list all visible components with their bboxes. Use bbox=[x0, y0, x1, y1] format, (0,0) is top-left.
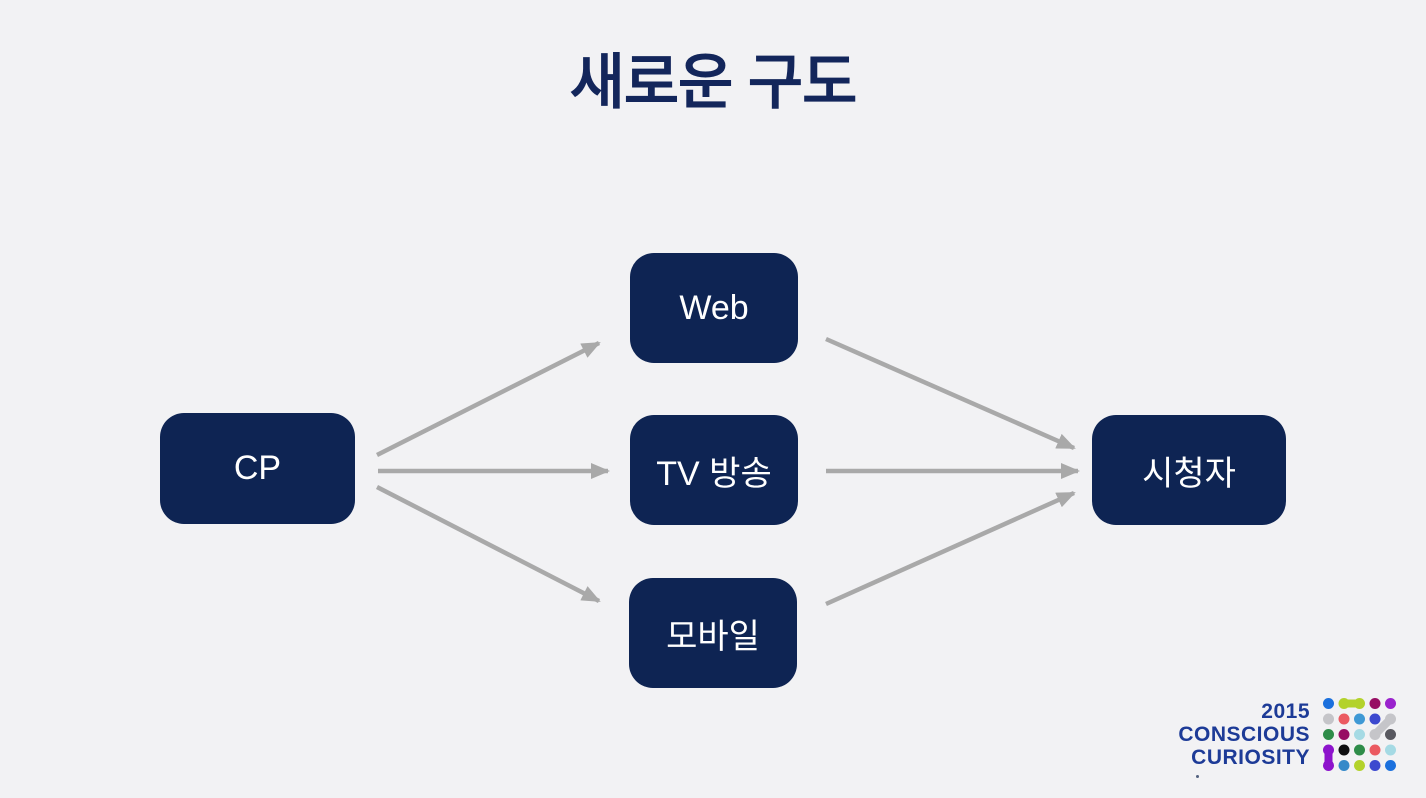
logo-dots-icon bbox=[1323, 698, 1396, 771]
logo-dot bbox=[1354, 698, 1365, 709]
logo-dot bbox=[1338, 760, 1350, 771]
logo-dot bbox=[1323, 713, 1334, 725]
node-cp: CP bbox=[160, 413, 355, 524]
logo-dot bbox=[1354, 744, 1365, 756]
node-tv-broadcast-label: TV 방송 bbox=[656, 454, 772, 493]
node-tv-broadcast: TV 방송 bbox=[630, 415, 798, 525]
node-mobile-label: 모바일 bbox=[666, 617, 760, 656]
node-mobile: 모바일 bbox=[629, 578, 797, 688]
logo-dot bbox=[1385, 744, 1396, 756]
logo-dot bbox=[1323, 744, 1334, 756]
slide-title: 새로운 구도 bbox=[569, 49, 858, 116]
logo-dot bbox=[1323, 729, 1334, 740]
logo-period-dot bbox=[1196, 775, 1200, 778]
logo-dot bbox=[1385, 760, 1396, 771]
node-cp-label: CP bbox=[233, 449, 282, 487]
logo-dot bbox=[1385, 698, 1396, 709]
conscious-curiosity-logo: 2015 CONSCIOUS CURIOSITY bbox=[1178, 698, 1396, 778]
logo-dot bbox=[1385, 729, 1396, 740]
logo-line1: CONSCIOUS bbox=[1178, 723, 1310, 746]
logo-year: 2015 bbox=[1261, 700, 1310, 723]
logo-text: 2015 CONSCIOUS CURIOSITY bbox=[1178, 700, 1310, 778]
logo-line2: CURIOSITY bbox=[1191, 746, 1310, 769]
logo-dot bbox=[1323, 760, 1334, 771]
logo-dot bbox=[1369, 744, 1381, 756]
logo-dot bbox=[1354, 760, 1365, 771]
logo-dot bbox=[1385, 713, 1396, 725]
arrow-mobile-viewer bbox=[825, 490, 1076, 607]
logo-dot bbox=[1354, 729, 1365, 740]
node-web: Web bbox=[630, 253, 798, 363]
logo-dot bbox=[1369, 729, 1381, 740]
node-viewer: 시청자 bbox=[1092, 415, 1286, 525]
logo-dot bbox=[1369, 713, 1381, 725]
arrow-web-viewer bbox=[825, 336, 1076, 451]
logo-dot bbox=[1354, 713, 1365, 725]
node-web-label: Web bbox=[679, 288, 749, 327]
logo-dot bbox=[1338, 729, 1350, 740]
node-viewer-label: 시청자 bbox=[1142, 454, 1236, 493]
logo-dot bbox=[1369, 698, 1381, 709]
arrow-cp-web bbox=[375, 340, 601, 458]
logo-dot bbox=[1369, 760, 1381, 771]
arrow-cp-mobile bbox=[375, 484, 601, 604]
logo-dot bbox=[1323, 698, 1334, 709]
logo-dot bbox=[1338, 698, 1350, 709]
logo-dot bbox=[1338, 713, 1350, 725]
logo-dot bbox=[1338, 744, 1350, 756]
